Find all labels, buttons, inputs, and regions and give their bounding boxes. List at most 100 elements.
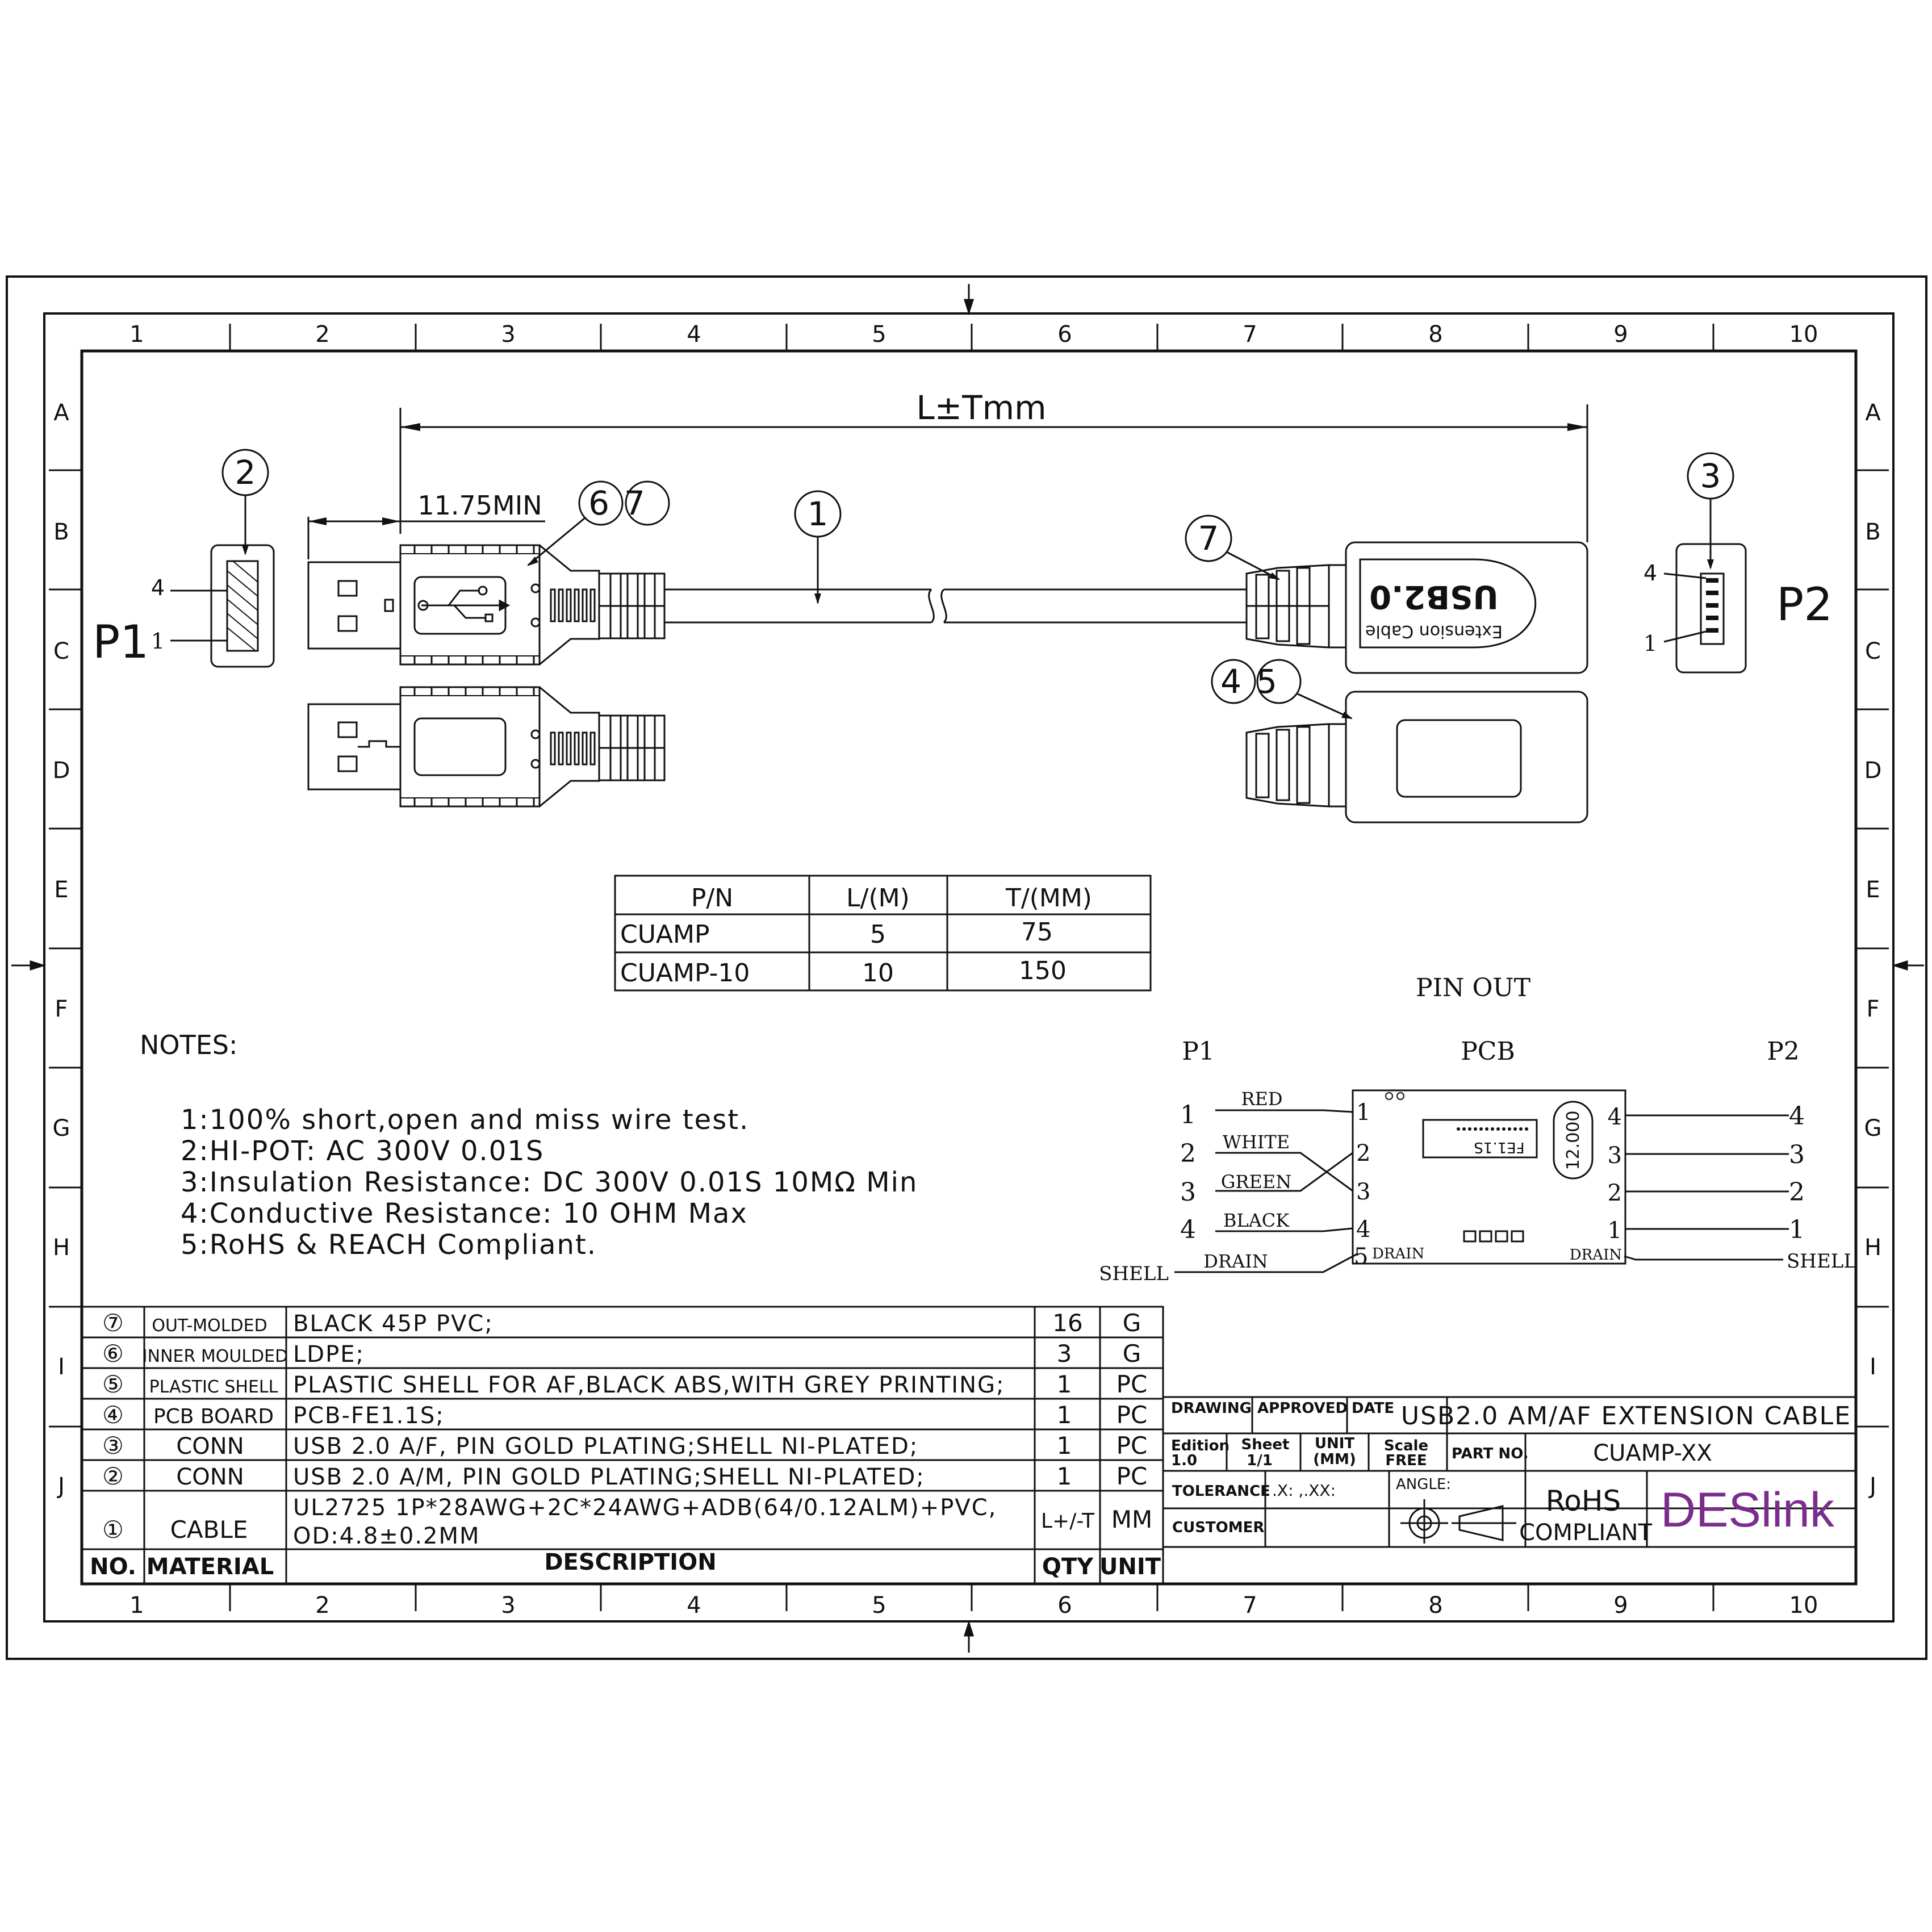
tb-scale-value: FREE [1385, 1452, 1427, 1469]
drawing-frame: 1 2 3 4 5 6 7 8 9 10 1 2 3 4 5 6 7 8 9 1… [6, 275, 1927, 1660]
pinout-p2-label: P2 [1767, 1037, 1800, 1066]
callouts: 2 1 67 7 45 3 [221, 449, 1734, 720]
bom-unit: MM [1111, 1506, 1152, 1533]
tb-angle-label: ANGLE: [1396, 1476, 1451, 1493]
col-label: 8 [1428, 1592, 1442, 1619]
bom-material: CONN [176, 1433, 244, 1460]
tb-tolerance-value: .X: ,.XX: [1272, 1481, 1336, 1500]
usb-a-female-housing-bottom [1245, 691, 1588, 823]
usb-a-male-plug-bottom [307, 686, 666, 808]
pn-header-length: L/(M) [846, 884, 910, 913]
bom-material: CONN [176, 1464, 244, 1490]
bom-no: ⑤ [102, 1370, 124, 1398]
right-pin: 1 [1789, 1215, 1805, 1244]
bom-header-description: DESCRIPTION [544, 1549, 716, 1575]
housing-brand-label: USB2.0 [1369, 578, 1499, 615]
callout-1: 1 [808, 495, 829, 533]
p1-pin4-label: 4 [151, 575, 165, 600]
p1-label: P1 [93, 616, 149, 668]
tb-drawing: DRAWING [1171, 1400, 1252, 1417]
pn-cell: 5 [870, 920, 886, 949]
bom-description: USB 2.0 A/F, PIN GOLD PLATING;SHELL NI-P… [293, 1433, 918, 1460]
logo-part: link [1761, 1483, 1835, 1537]
bom-description: BLACK 45P PVC; [293, 1311, 494, 1337]
notes-title: NOTES: [140, 1030, 237, 1060]
bom-header-qty: QTY [1042, 1554, 1094, 1580]
drain-label: DRAIN [1203, 1251, 1268, 1272]
bom-qty: 1 [1057, 1432, 1072, 1460]
bom-description: UL2725 1P*28AWG+2C*24AWG+ADB(64/0.12ALM)… [293, 1495, 997, 1521]
col-label: 2 [315, 321, 329, 348]
projection-symbol-icon [1400, 1499, 1516, 1544]
pn-cell: CUAMP-10 [620, 959, 750, 988]
bom-material: CABLE [170, 1516, 248, 1544]
column-labels: 1 2 3 4 5 6 7 8 9 10 1 2 3 4 5 6 7 8 9 1… [129, 321, 1818, 1619]
col-label: 2 [315, 1592, 329, 1619]
bom-unit: PC [1116, 1370, 1148, 1398]
callout-3: 3 [1700, 457, 1721, 495]
pinout-p1-label: P1 [1182, 1037, 1215, 1066]
pn-cell: CUAMP [620, 920, 710, 949]
pn-cell: 75 [1021, 918, 1053, 947]
row-label: B [53, 519, 69, 545]
bom-material: INNER MOULDED [143, 1346, 288, 1366]
pcb-drain-right: DRAIN [1570, 1247, 1622, 1264]
tb-approved: APPROVED [1257, 1400, 1348, 1417]
tb-edition-label: Edition [1171, 1437, 1230, 1454]
bom-no: ② [102, 1462, 124, 1490]
p2-pin1-label: 1 [1644, 631, 1657, 656]
bom-header-no: NO. [90, 1554, 136, 1580]
tb-title: USB2.0 AM/AF EXTENSION CABLE [1401, 1402, 1851, 1431]
row-label: D [53, 758, 70, 784]
bom-description: USB 2.0 A/M, PIN GOLD PLATING;SHELL NI-P… [293, 1464, 925, 1490]
row-label: H [53, 1235, 70, 1261]
bom-unit: G [1123, 1309, 1141, 1337]
tb-customer-label: CUSTOMER [1172, 1519, 1264, 1536]
note-item: 4:Conductive Resistance: 10 OHM Max [181, 1198, 748, 1230]
note-item: 1:100% short,open and miss wire test. [181, 1104, 749, 1136]
wire-label: RED [1241, 1088, 1282, 1110]
left-pin: 1 [1180, 1101, 1196, 1130]
p2-connector-face: 4 1 P2 [1644, 543, 1833, 674]
tb-date: DATE [1352, 1400, 1394, 1417]
bom-header-unit: UNIT [1099, 1554, 1161, 1580]
pcb-left-pin: 2 [1356, 1140, 1370, 1166]
col-label: 10 [1789, 1592, 1818, 1619]
pcb-left-pin: 3 [1356, 1179, 1370, 1205]
bom-qty: 1 [1057, 1370, 1072, 1398]
col-label: 6 [1057, 321, 1072, 348]
wire-label: GREEN [1221, 1171, 1291, 1193]
right-pin: 4 [1789, 1102, 1805, 1131]
pcb-right-pin: 3 [1608, 1143, 1622, 1169]
tb-sheet-label: Sheet [1241, 1436, 1290, 1453]
row-label: F [1866, 996, 1879, 1022]
row-label: A [1865, 400, 1881, 426]
bom-no: ⑦ [102, 1309, 124, 1337]
note-item: 3:Insulation Resistance: DC 300V 0.01S 1… [181, 1166, 918, 1198]
min-dimension-label: 11.75MIN [417, 490, 542, 521]
chip-label: FE1.1S [1474, 1139, 1524, 1156]
pn-header-tolerance: T/(MM) [1005, 884, 1092, 913]
col-label: 3 [501, 1592, 515, 1619]
bom-material: PLASTIC SHELL [149, 1377, 278, 1397]
tb-scale-label: Scale [1384, 1437, 1428, 1454]
usb-a-male-plug-top [307, 544, 666, 666]
bom-table: ⑦ ⑥ ⑤ ④ ③ ② ① OUT-MOLDED INNER MOULDED P… [81, 1306, 1164, 1584]
pinout-title: PIN OUT [1416, 973, 1530, 1002]
pn-header-pn: P/N [691, 884, 733, 913]
logo-part: DES [1661, 1483, 1761, 1537]
bom-material: OUT-MOLDED [152, 1316, 267, 1336]
pcb-drain-left: DRAIN [1372, 1245, 1424, 1262]
row-label: I [1870, 1354, 1876, 1380]
col-label: 4 [687, 321, 701, 348]
row-label: J [56, 1473, 65, 1499]
pcb-left-pin: 4 [1356, 1216, 1370, 1243]
pcb-left-pin: 1 [1356, 1099, 1370, 1126]
deslink-logo: DESlink [1661, 1483, 1835, 1537]
dimension-min: 11.75MIN [307, 490, 545, 559]
bom-no: ④ [102, 1401, 124, 1429]
row-label: H [1864, 1235, 1881, 1261]
bom-qty: 3 [1057, 1340, 1072, 1368]
row-label: A [53, 400, 69, 426]
bom-material: PCB BOARD [153, 1405, 274, 1428]
